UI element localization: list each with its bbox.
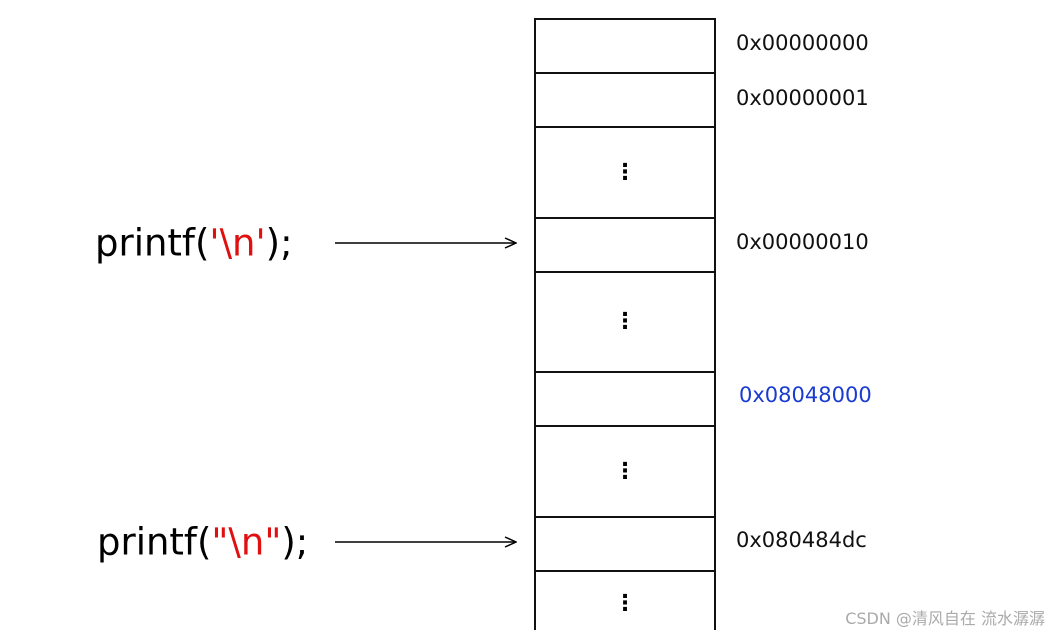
arrow-icon: [335, 536, 517, 548]
ellipsis-icon: ⋮: [614, 309, 636, 334]
code-label-char-literal: printf('\n');: [95, 222, 293, 265]
memory-cell: [534, 371, 716, 425]
ellipsis-icon: ⋮: [614, 458, 636, 484]
code-suffix: );: [281, 520, 309, 564]
arrow-icon: [335, 237, 517, 249]
memory-cell-ellipsis: ⋮: [534, 271, 716, 371]
code-literal: '\n': [209, 221, 266, 265]
code-prefix: printf(: [97, 520, 212, 564]
address-label: 0x00000001: [736, 86, 869, 110]
address-label: 0x00000000: [736, 31, 869, 55]
address-label: 0x00000010: [736, 230, 869, 254]
memory-cell: [534, 217, 716, 271]
memory-cell-ellipsis: ⋮: [534, 570, 716, 630]
address-label-highlight: 0x08048000: [739, 383, 872, 407]
code-label-string-literal: printf("\n");: [97, 521, 308, 564]
memory-cell-ellipsis: ⋮: [534, 126, 716, 217]
code-literal: "\n": [211, 520, 282, 564]
memory-cell: [534, 18, 716, 72]
code-suffix: );: [265, 221, 293, 265]
watermark: CSDN @清风自在 流水潺潺: [845, 609, 1045, 628]
ellipsis-icon: ⋮: [614, 591, 636, 616]
memory-cell: [534, 516, 716, 570]
memory-cell-ellipsis: ⋮: [534, 425, 716, 516]
ellipsis-icon: ⋮: [614, 159, 636, 185]
memory-cell: [534, 72, 716, 126]
address-label: 0x080484dc: [736, 528, 867, 552]
code-prefix: printf(: [95, 221, 210, 265]
